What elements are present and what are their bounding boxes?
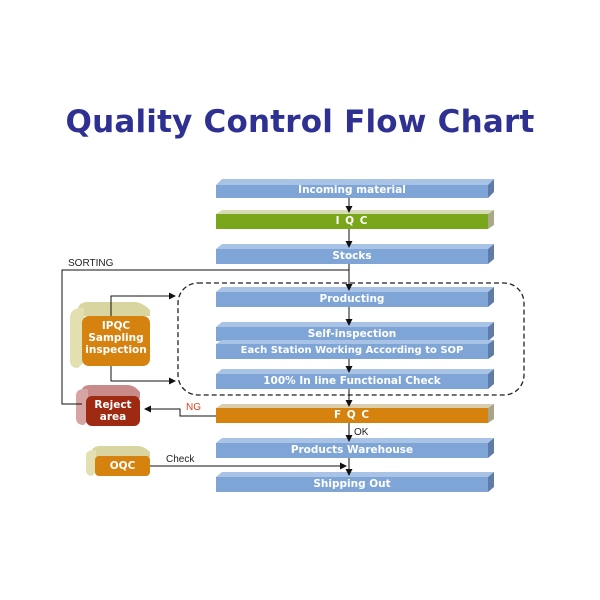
bar-self-inspection [216,322,494,341]
bar-shipping-out [216,472,494,492]
bar-iqc [216,210,494,229]
ng-connector [144,405,216,417]
fqc-label: F Q C [333,409,371,421]
sorting-label: SORTING [68,258,114,269]
ng-label: NG [186,402,201,413]
bar-stocks [216,244,494,264]
bar-fqc [216,404,494,423]
bar-incoming-material [216,179,494,198]
ipqc-line-2: Sampling [88,332,144,345]
stocks-label: Stocks [332,250,372,262]
oqc-box [86,446,150,476]
ipqc-box [70,302,150,368]
ipqc-line-3: inspection [85,344,147,357]
reject-label: Reject area [86,399,140,423]
each-station-label: Each Station Working According to SOP [240,345,464,356]
inline-check-label: 100% In line Functional Check [263,375,441,387]
bar-each-station [216,340,494,359]
self-inspection-label: Self-inspection [307,328,397,340]
check-label: Check [166,454,195,465]
bar-inline-check [216,369,494,389]
reject-line-2: area [99,411,127,424]
ipqc-line-1: IPQC [101,320,131,332]
sorting-connector [61,269,349,405]
reject-line-1: Reject [94,399,132,411]
bar-products-warehouse [216,438,494,458]
iqc-label: I Q C [335,215,369,227]
bar-producting [216,287,494,307]
production-boundary [177,282,525,396]
page-title: Quality Control Flow Chart [65,104,535,140]
shipping-out-label: Shipping Out [313,478,391,490]
producting-label: Producting [319,293,385,305]
ok-label: OK [354,427,369,438]
products-warehouse-label: Products Warehouse [290,444,414,456]
ipqc-label: IPQC Sampling inspection [82,320,150,356]
ipqc-connectors [110,292,176,385]
incoming-material-label: Incoming material [298,184,406,196]
oqc-label: OQC [109,460,136,472]
reject-box [76,385,140,426]
